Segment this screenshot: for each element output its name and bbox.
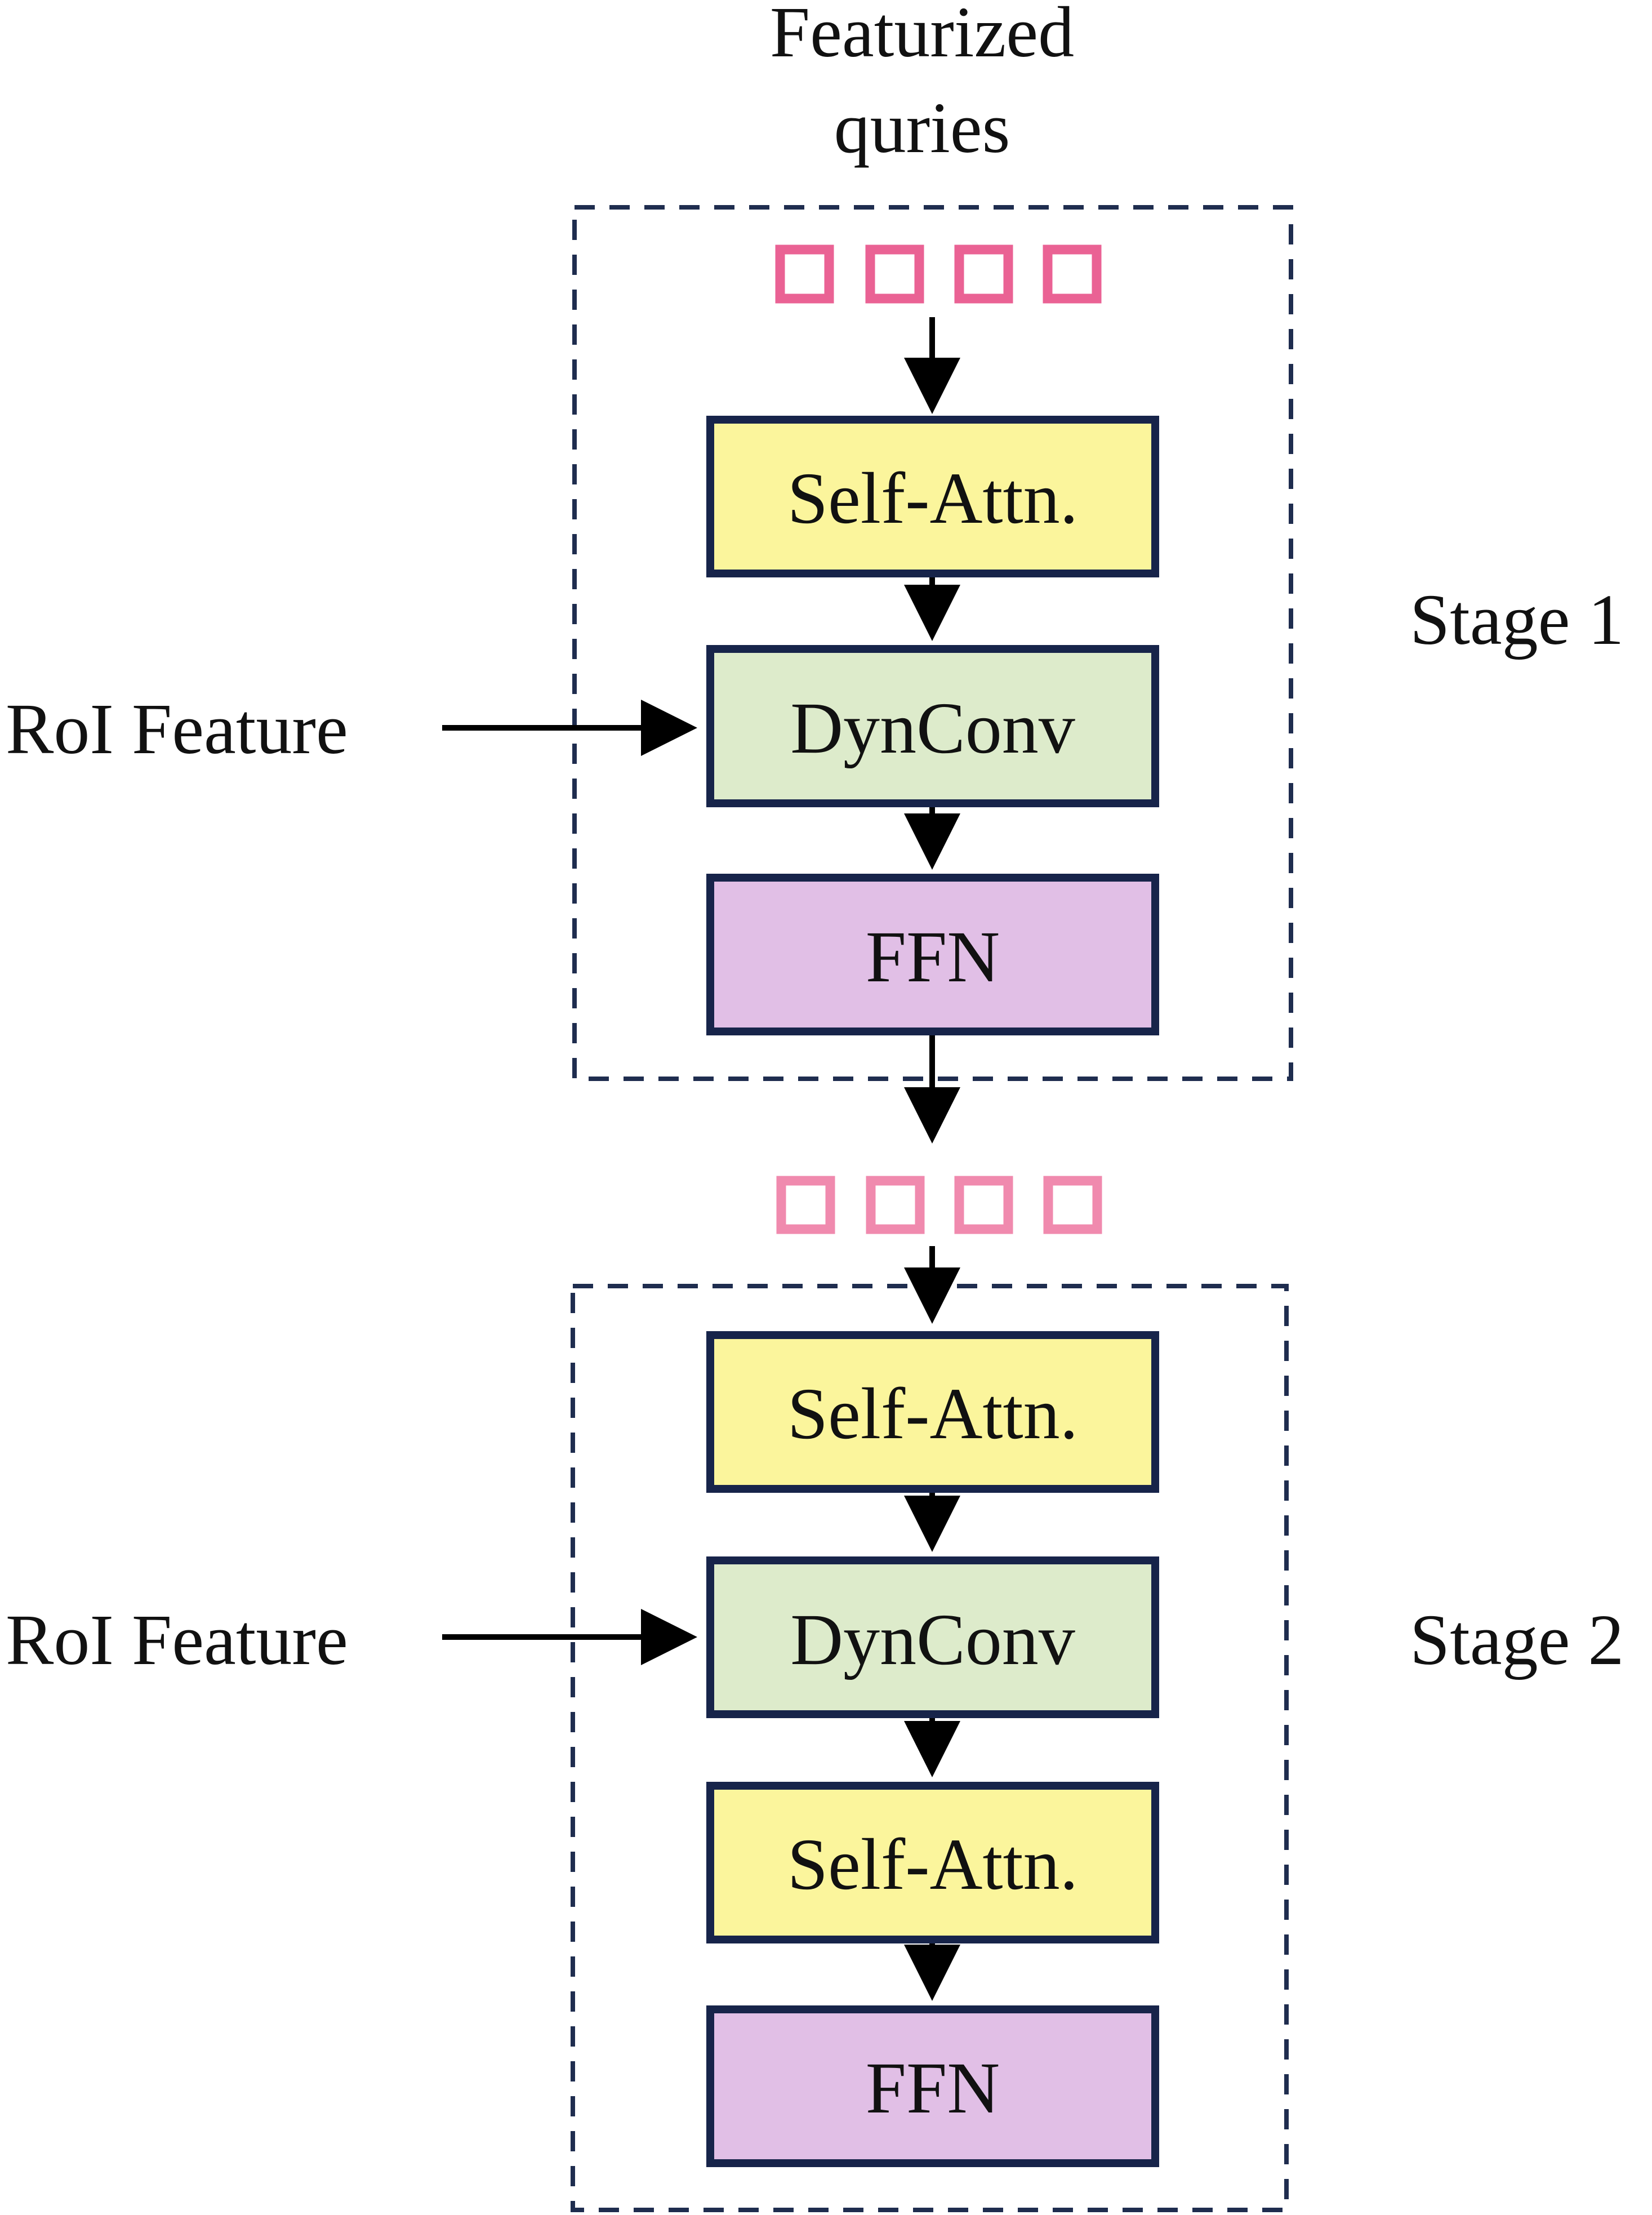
roi-feature-label-s1: RoI Feature [6,689,348,769]
ffn-block-s2 [706,2005,1159,2167]
query-square [865,244,924,304]
query-square [775,244,834,304]
query-square [954,1176,1013,1234]
query-square [1043,1176,1102,1234]
ffn-block-s1 [706,874,1159,1035]
roi-feature-label-s2: RoI Feature [6,1600,348,1680]
self-attn-label-s2-a: Self-Attn. [787,1373,1078,1455]
stage-1-frame [572,205,1293,1081]
dynconv-label-s1: DynConv [790,688,1075,769]
self-attn-block-s2-a [706,1331,1159,1493]
ffn-label-s2: FFN [866,2048,1000,2129]
self-attn-label-s1: Self-Attn. [787,458,1078,539]
self-attn-block-s1 [706,416,1159,577]
query-square [776,1176,835,1234]
stage-1-label: Stage 1 [1410,580,1624,660]
dynconv-label-s2: DynConv [790,1599,1075,1680]
stage-2-label: Stage 2 [1410,1600,1624,1680]
ffn-label-s1: FFN [866,917,1000,998]
header-line-1: Featurized [770,0,1074,72]
dynconv-block-s1 [706,645,1159,807]
query-squares-middle [776,1176,1102,1234]
query-squares-top [775,244,1102,304]
self-attn-label-s2-b: Self-Attn. [787,1824,1078,1905]
self-attn-block-s2-b [706,1782,1159,1943]
query-square [954,244,1013,304]
header-line-2: quries [834,88,1010,168]
dynconv-block-s2 [706,1556,1159,1718]
query-square [866,1176,925,1234]
query-square [1043,244,1102,304]
